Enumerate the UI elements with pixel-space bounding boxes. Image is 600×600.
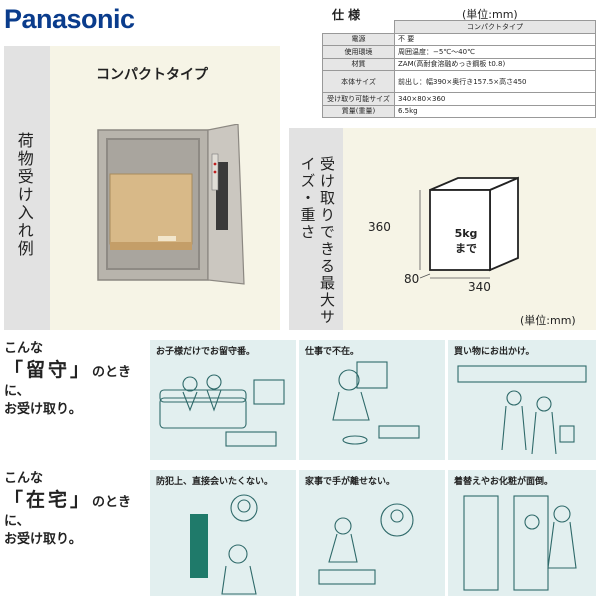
- scene-at-work: 仕事で不在。: [299, 340, 445, 460]
- spec-title: 仕 様: [332, 8, 361, 22]
- spec-value: 前出し：幅390×奥行き157.5×高さ450: [394, 70, 596, 93]
- scene-caption: 仕事で不在。: [305, 347, 360, 357]
- spec-unit: (単位:mm): [462, 8, 518, 21]
- box-dimension-diagram: [419, 176, 519, 279]
- spec-key: 使用環境: [322, 45, 395, 59]
- example-side-label: 荷物受け入れ例: [14, 132, 34, 258]
- max-size-side-label: 受け取りできる最大サイズ・重さ: [298, 156, 337, 326]
- intro-post: のときに、: [4, 364, 132, 400]
- office-worker-illustration: [332, 361, 420, 445]
- sofa-children-illustration: [159, 374, 285, 447]
- scene-shopping: 買い物にお出かけ。: [448, 340, 596, 460]
- scene-caption: 買い物にお出かけ。: [454, 347, 535, 357]
- dim-depth: 80: [404, 272, 420, 286]
- dressing-illustration: [463, 495, 577, 591]
- spec-key: 質量(重量): [322, 104, 395, 118]
- delivery-box-illustration: [97, 124, 245, 285]
- spec-key: 受け取り可能サイズ: [322, 92, 395, 106]
- example-side-panel: 荷物受け入れ例: [4, 46, 50, 330]
- spec-value: 不 要: [394, 32, 596, 46]
- spec-column-header: コンパクトタイプ: [394, 20, 596, 34]
- max-weight-suffix: まで: [455, 242, 477, 256]
- intro-absent: こんな 「留守」のときに、 お受け取り。: [4, 340, 146, 418]
- brand-logo: Panasonic: [4, 4, 135, 34]
- scene-caption: 家事で手が離せない。: [305, 477, 396, 487]
- spec-key: 本体サイズ: [322, 70, 395, 93]
- intro-at-home: こんな 「在宅」のときに、 お受け取り。: [4, 470, 146, 548]
- spec-value: 6.5kg: [394, 104, 596, 118]
- scene-housework: 家事で手が離せない。: [299, 470, 445, 596]
- cleaning-illustration: [318, 503, 414, 585]
- dim-width: 340: [468, 280, 491, 294]
- spec-value: 周囲温度：−5℃〜40℃: [394, 45, 596, 59]
- scene-caption: お子様だけでお留守番。: [156, 347, 256, 357]
- spec-value: ZAM(高耐食溶融めっき鋼板 t0.8): [394, 57, 596, 71]
- intro-keyword: 「留守」: [4, 358, 93, 381]
- dim-height: 360: [368, 220, 391, 234]
- door-visitor-illustration: [190, 494, 258, 595]
- dim-unit: (単位:mm): [520, 314, 576, 327]
- max-size-side-panel: 受け取りできる最大サイズ・重さ: [289, 128, 343, 330]
- intro-end: お受け取り。: [4, 531, 82, 547]
- spec-key: 電源: [322, 32, 395, 46]
- intro-end: お受け取り。: [4, 401, 82, 417]
- product-type-label: コンパクトタイプ: [96, 67, 208, 83]
- intro-pre: こんな: [4, 341, 44, 356]
- scene-dressing: 着替えやお化粧が面倒。: [448, 470, 596, 596]
- shoppers-illustration: [457, 365, 587, 455]
- scene-kids-home: お子様だけでお留守番。: [150, 340, 296, 460]
- intro-pre: こんな: [4, 471, 44, 486]
- intro-post: のときに、: [4, 494, 132, 530]
- intro-keyword: 「在宅」: [4, 488, 93, 511]
- spec-key: 材質: [322, 57, 395, 71]
- spec-value: 340×80×360: [394, 92, 596, 106]
- scene-caption: 防犯上、直接会いたくない。: [156, 477, 274, 487]
- scene-security: 防犯上、直接会いたくない。: [150, 470, 296, 596]
- max-weight: 5kg: [454, 227, 478, 240]
- scene-caption: 着替えやお化粧が面倒。: [454, 477, 554, 487]
